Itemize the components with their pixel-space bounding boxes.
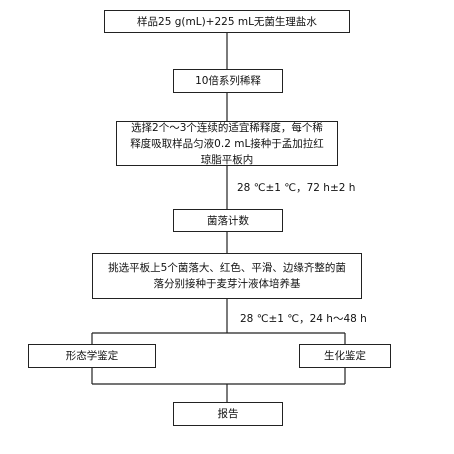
node-count: 菌落计数 <box>173 209 283 232</box>
condition-incubation-1-label: 28 ℃±1 ℃，72 h±2 h <box>237 182 356 194</box>
node-dilution-label: 10倍系列稀释 <box>195 75 261 87</box>
node-biochem-label: 生化鉴定 <box>324 350 366 362</box>
condition-incubation-2: 28 ℃±1 ℃，24 h～48 h <box>240 311 367 326</box>
node-biochem: 生化鉴定 <box>299 344 391 368</box>
node-report: 报告 <box>173 402 283 426</box>
node-selection-label: 挑选平板上5个菌落大、红色、平滑、边缘齐整的菌落分别接种于麦芽汁液体培养基 <box>108 262 346 290</box>
node-morphology: 形态学鉴定 <box>28 344 156 368</box>
node-sample-label: 样品25 g(mL)+225 mL无菌生理盐水 <box>137 15 317 28</box>
node-count-label: 菌落计数 <box>207 214 249 227</box>
node-report-label: 报告 <box>217 408 239 420</box>
node-plating: 选择2个～3个连续的适宜稀释度，每个稀释度吸取样品匀液0.2 mL接种于孟加拉红… <box>116 121 338 166</box>
node-dilution: 10倍系列稀释 <box>173 69 283 93</box>
node-sample: 样品25 g(mL)+225 mL无菌生理盐水 <box>104 10 350 33</box>
condition-incubation-1: 28 ℃±1 ℃，72 h±2 h <box>237 180 355 195</box>
node-plating-label: 选择2个～3个连续的适宜稀释度，每个稀释度吸取样品匀液0.2 mL接种于孟加拉红… <box>130 121 324 166</box>
node-selection: 挑选平板上5个菌落大、红色、平滑、边缘齐整的菌落分别接种于麦芽汁液体培养基 <box>92 253 362 299</box>
node-morphology-label: 形态学鉴定 <box>65 350 119 362</box>
condition-incubation-2-label: 28 ℃±1 ℃，24 h～48 h <box>240 313 367 325</box>
